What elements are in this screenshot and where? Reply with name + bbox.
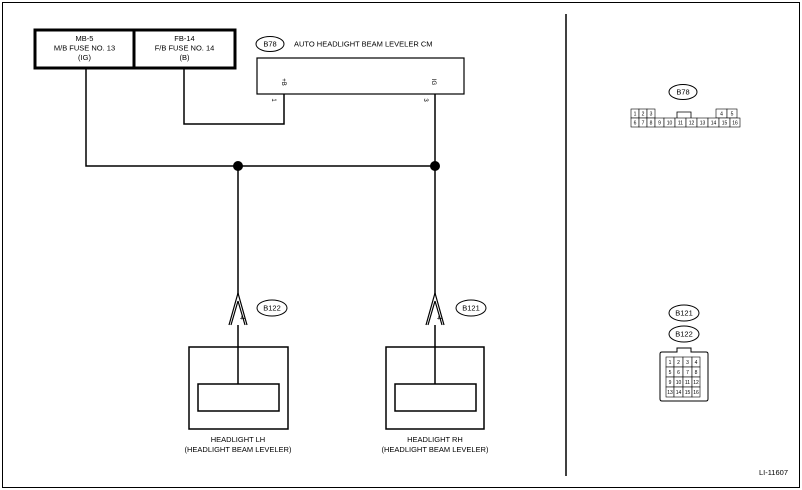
b121-pin-3-number: 3 bbox=[686, 360, 689, 366]
connector-view-b78-tag bbox=[668, 84, 698, 100]
b121-pin-4-number: 4 bbox=[695, 360, 698, 366]
connector-view-b121-tag bbox=[668, 304, 700, 322]
b78-pin-4-number: 4 bbox=[720, 111, 723, 117]
b78-pin-13-number: 13 bbox=[700, 120, 706, 126]
figure-id: LI-11607 bbox=[759, 468, 788, 477]
pin-number-3: 3 bbox=[422, 98, 428, 102]
b121-pin-14-number: 14 bbox=[676, 390, 682, 396]
b78-pin-7-number: 7 bbox=[642, 120, 645, 126]
b78-pin-5-number: 5 bbox=[731, 111, 734, 117]
b121-pin-5-number: 5 bbox=[669, 370, 672, 376]
splice-junction-left bbox=[233, 161, 243, 171]
connector-tag-b78 bbox=[255, 36, 285, 52]
headlight-rh-box bbox=[385, 346, 485, 430]
headlight-rh-label: HEADLIGHT RH bbox=[407, 435, 463, 444]
b121-pin-15-number: 15 bbox=[685, 390, 691, 396]
control-module: B78 AUTO HEADLIGHT BEAM LEVELER CM +B IG… bbox=[255, 36, 465, 102]
b121-pin-2-number: 2 bbox=[677, 360, 680, 366]
connector-view-b121-housing bbox=[659, 347, 709, 402]
b78-pin-14-number: 14 bbox=[711, 120, 717, 126]
pin-label-plus-b: +B bbox=[280, 78, 286, 86]
connector-view-b78-key bbox=[676, 111, 692, 118]
fuse-mb5-box: MB-5 M/B FUSE NO. 13 (IG) bbox=[33, 28, 136, 70]
pin-number-rh: 4 bbox=[435, 316, 441, 320]
b78-pin-16-cell bbox=[729, 117, 741, 128]
b121-pin-16-number: 16 bbox=[693, 390, 699, 396]
headlight-lh-label: HEADLIGHT LH bbox=[211, 435, 265, 444]
b121-pin-9-number: 9 bbox=[669, 380, 672, 386]
connector-tag-b122-label: B122 bbox=[263, 304, 281, 313]
b78-pin-9-number: 9 bbox=[658, 120, 661, 126]
b121-pin-12-number: 12 bbox=[693, 380, 699, 386]
connector-view-b121-tag-label: B121 bbox=[675, 309, 693, 318]
headlight-rh: 4 B121 HEADLIGHT RH (HEADLIGHT BEAM LEVE… bbox=[382, 292, 489, 454]
b121-pin-7-number: 7 bbox=[686, 370, 689, 376]
fuse-fb14-box: FB-14 F/B FUSE NO. 14 (B) bbox=[132, 28, 237, 70]
wire-ig-supply bbox=[85, 68, 435, 167]
b121-pin-16-cell bbox=[691, 386, 701, 398]
b78-pin-12-number: 12 bbox=[689, 120, 695, 126]
connector-tag-b78-label: B78 bbox=[263, 40, 276, 49]
headlight-lh-motor bbox=[197, 383, 280, 412]
pin-number-lh: 4 bbox=[238, 316, 244, 320]
connector-tag-b121-label: B121 bbox=[462, 304, 480, 313]
b78-pin-8-number: 8 bbox=[650, 120, 653, 126]
headlight-rh-sublabel: (HEADLIGHT BEAM LEVELER) bbox=[382, 445, 489, 454]
fuse-mb5-supply: (IG) bbox=[78, 53, 91, 62]
b78-pin-1-number: 1 bbox=[634, 111, 637, 117]
b121-pin-6-number: 6 bbox=[677, 370, 680, 376]
b78-pin-3-number: 3 bbox=[650, 111, 653, 117]
fuse-mb5-name: M/B FUSE NO. 13 bbox=[54, 44, 115, 53]
splice-junction-right bbox=[430, 161, 440, 171]
connector-tag-b121 bbox=[455, 299, 487, 317]
fuse-fb14-supply: (B) bbox=[180, 53, 191, 62]
headlight-lh-sublabel: (HEADLIGHT BEAM LEVELER) bbox=[185, 445, 292, 454]
connector-view-b122-tag-label: B122 bbox=[675, 330, 693, 339]
b121-pin-1-number: 1 bbox=[669, 360, 672, 366]
headlight-lh-box bbox=[188, 346, 289, 430]
b78-pin-16-number: 16 bbox=[732, 120, 738, 126]
connector-symbol-b122: 4 bbox=[228, 292, 248, 326]
control-module-title: AUTO HEADLIGHT BEAM LEVELER CM bbox=[294, 40, 433, 49]
pin-label-ig: IG bbox=[430, 79, 436, 86]
connector-tag-b122 bbox=[256, 299, 288, 317]
b121-pin-8-number: 8 bbox=[695, 370, 698, 376]
headlight-rh-motor bbox=[394, 383, 477, 412]
b78-pin-2-number: 2 bbox=[642, 111, 645, 117]
b121-pin-13-number: 13 bbox=[667, 390, 673, 396]
pin-number-1: 1 bbox=[270, 98, 276, 102]
fuse-fb14-code: FB-14 bbox=[174, 34, 194, 43]
headlight-lh: 4 B122 HEADLIGHT LH (HEADLIGHT BEAM LEVE… bbox=[185, 292, 292, 454]
fuse-mb5-code: MB-5 bbox=[76, 34, 94, 43]
b78-pin-6-number: 6 bbox=[634, 120, 637, 126]
wiring bbox=[85, 68, 440, 295]
b121-pin-10-number: 10 bbox=[676, 380, 682, 386]
fuse-fb14-name: F/B FUSE NO. 14 bbox=[155, 44, 215, 53]
b78-pin-11-number: 11 bbox=[678, 120, 683, 126]
b121-pin-11-number: 11 bbox=[685, 380, 690, 386]
connector-view-b78-tag-label: B78 bbox=[676, 88, 689, 97]
connector-symbol-b121: 4 bbox=[425, 292, 445, 326]
b78-pin-10-number: 10 bbox=[667, 120, 673, 126]
b78-pin-15-number: 15 bbox=[722, 120, 728, 126]
connector-view-b122-tag bbox=[668, 325, 700, 343]
control-module-box bbox=[256, 57, 465, 95]
wire-batt-supply bbox=[183, 68, 285, 125]
